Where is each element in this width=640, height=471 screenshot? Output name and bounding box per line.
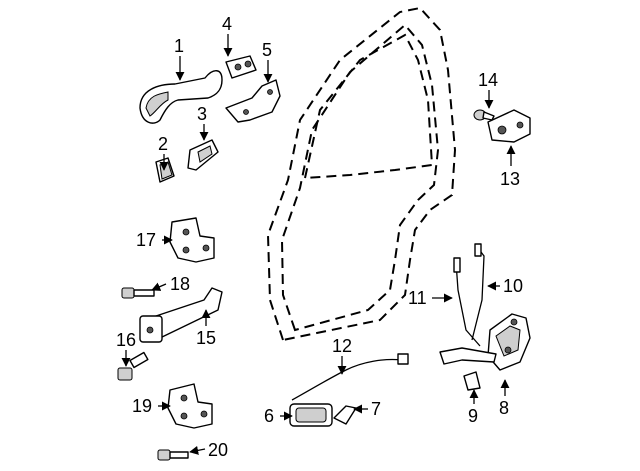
door-check (139, 287, 223, 343)
callout-20: 20 (208, 440, 228, 460)
callout-6: 6 (264, 406, 274, 426)
handle-cap (187, 139, 219, 171)
handle-bezel (155, 157, 175, 183)
callout-14: 14 (478, 70, 498, 90)
callout-18: 18 (170, 274, 190, 294)
callout-9: 9 (468, 406, 478, 426)
handle-clip (333, 405, 357, 425)
callout-3: 3 (197, 104, 207, 124)
callout-19: 19 (132, 396, 152, 416)
release-cable (291, 353, 409, 401)
callout-5: 5 (262, 40, 272, 60)
lock-cylinder-cover (225, 55, 257, 79)
inside-handle (289, 403, 333, 427)
callout-12: 12 (332, 336, 352, 356)
callout-1: 1 (174, 36, 184, 56)
door-latch (439, 313, 531, 371)
lock-rods (453, 243, 485, 347)
callout-numbers: 1 2 3 4 5 6 7 8 9 10 11 12 13 14 15 16 1… (116, 14, 523, 460)
hinge-bolt-upper (121, 287, 155, 299)
callout-11: 11 (408, 288, 427, 308)
callout-8: 8 (499, 398, 509, 418)
callout-15: 15 (196, 328, 216, 348)
door-shell-outline (266, 6, 457, 342)
callout-17: 17 (136, 230, 156, 250)
callout-leaders (121, 34, 516, 455)
hinge-bolt-lower (157, 449, 189, 461)
door-striker (487, 109, 531, 143)
check-bolt (117, 351, 149, 381)
callout-13: 13 (500, 169, 520, 189)
callout-2: 2 (158, 134, 168, 154)
callout-4: 4 (222, 14, 232, 34)
callout-10: 10 (503, 276, 523, 296)
striker-screw (473, 109, 495, 121)
callout-16: 16 (116, 330, 136, 350)
callout-7: 7 (371, 399, 381, 419)
latch-clip (463, 371, 481, 391)
outside-handle (139, 70, 223, 124)
handle-bracket (225, 79, 281, 123)
lower-hinge (167, 383, 213, 429)
upper-hinge (169, 217, 215, 263)
